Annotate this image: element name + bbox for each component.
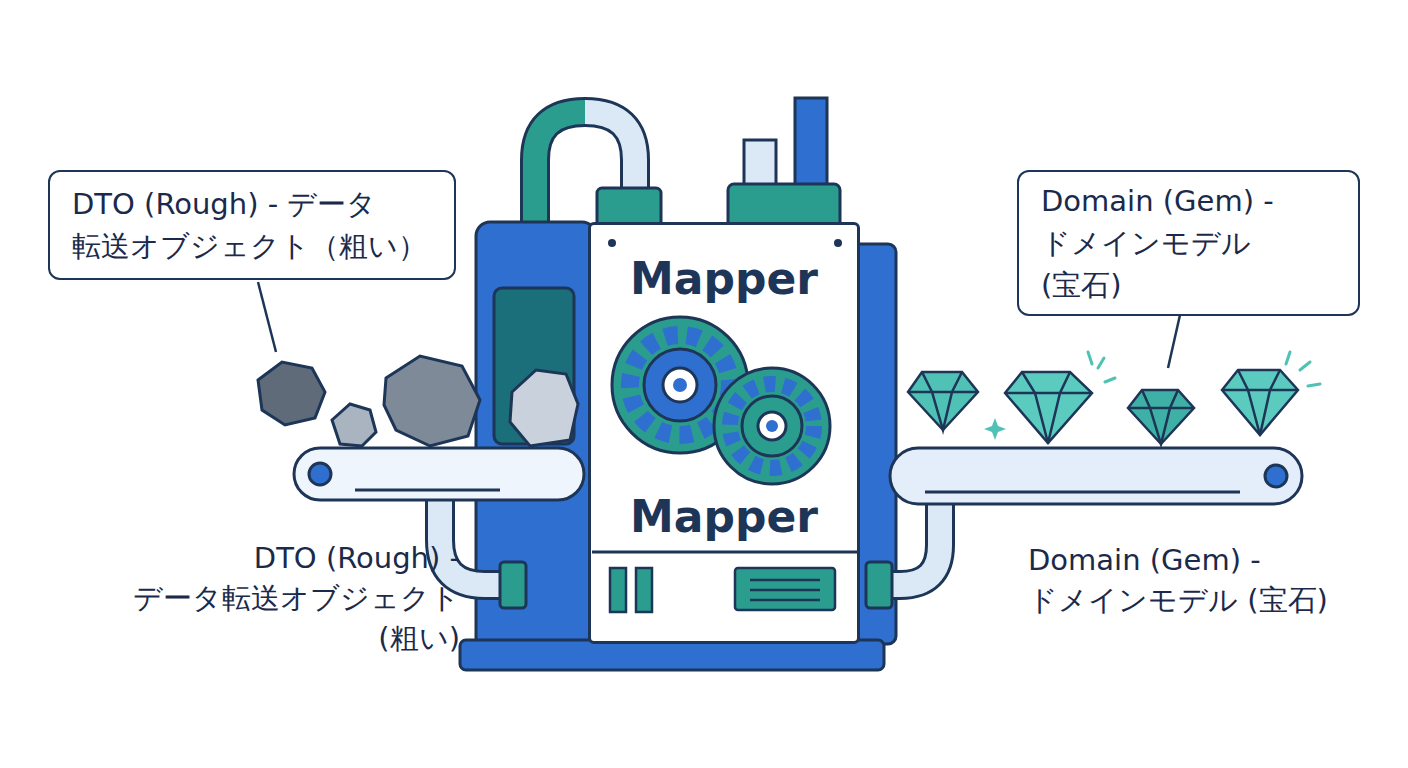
gem: [1128, 390, 1194, 444]
gem: [1222, 370, 1298, 435]
pipe-outline: [890, 505, 940, 585]
gear: [714, 368, 830, 484]
conveyor-belt: [294, 448, 584, 500]
sparkle: [984, 352, 1320, 440]
stack: [744, 140, 776, 188]
leader-line: [258, 282, 276, 352]
control-panel: [735, 568, 835, 610]
caption-label: Domain (Gem) - ドメインモデル (宝石): [1028, 540, 1358, 620]
gear: [612, 317, 748, 453]
rock: [510, 370, 578, 446]
conveyor-belt: [890, 448, 1302, 504]
pipe-joint: [500, 562, 526, 608]
pipe: [535, 112, 585, 232]
panel-divider: [592, 551, 858, 554]
vent: [636, 568, 652, 612]
machine-label: Mapper: [591, 491, 857, 542]
callout-text: Domain (Gem) - ドメインモデル (宝石): [1041, 180, 1336, 306]
gem: [1005, 372, 1092, 443]
callout-box: DTO (Rough) - データ 転送オブジェクト（粗い）: [48, 170, 456, 280]
machine-base: [460, 640, 884, 670]
callout-box: Domain (Gem) - ドメインモデル (宝石): [1017, 170, 1360, 316]
pipe: [890, 505, 940, 585]
callout-text: DTO (Rough) - データ 転送オブジェクト（粗い）: [72, 183, 432, 267]
rivet: [608, 239, 616, 247]
rock: [332, 404, 376, 446]
rivet: [834, 239, 842, 247]
pipe-joint: [866, 562, 892, 608]
belt-line: [355, 489, 500, 492]
caption-label: DTO (Rough) - データ転送オブジェクト(粗い): [60, 538, 460, 658]
machine-label: Mapper: [591, 253, 857, 304]
roller: [1265, 465, 1287, 487]
rock: [384, 356, 480, 446]
rock: [258, 362, 325, 425]
vent: [610, 568, 626, 612]
stack: [795, 98, 827, 188]
roller: [309, 463, 331, 485]
mapper-machine: MapperMapper: [588, 222, 860, 644]
belt-line: [925, 491, 1240, 494]
gem: [908, 372, 978, 430]
